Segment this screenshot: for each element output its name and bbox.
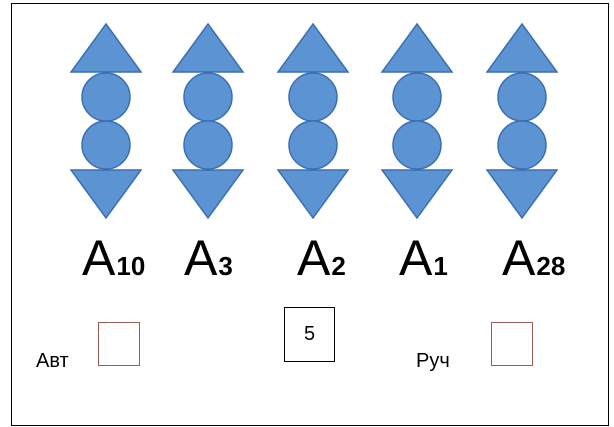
up-arrow-icon[interactable] xyxy=(276,22,350,73)
lamp-upper-icon xyxy=(183,72,233,122)
down-arrow-icon[interactable] xyxy=(69,169,143,220)
value-text: 5 xyxy=(303,323,316,345)
down-arrow-icon[interactable] xyxy=(380,169,454,220)
lamp-upper-icon xyxy=(497,72,547,122)
actuator-control-a28[interactable] xyxy=(485,22,559,222)
actuator-label-a3: A3 xyxy=(184,230,233,286)
auto-mode-label: Авт xyxy=(36,350,69,372)
down-arrow-icon[interactable] xyxy=(171,169,245,220)
lamp-lower-icon xyxy=(81,120,131,170)
down-arrow-icon[interactable] xyxy=(276,169,350,220)
up-arrow-icon[interactable] xyxy=(171,22,245,73)
lamp-lower-icon xyxy=(288,120,338,170)
lamp-lower-icon xyxy=(183,120,233,170)
manual-mode-checkbox[interactable] xyxy=(491,322,533,366)
actuator-control-a3[interactable] xyxy=(171,22,245,222)
lamp-upper-icon xyxy=(81,72,131,122)
lamp-upper-icon xyxy=(392,72,442,122)
actuator-control-a1[interactable] xyxy=(380,22,454,222)
actuator-shape-group xyxy=(380,22,454,220)
auto-mode-checkbox[interactable] xyxy=(98,322,140,366)
actuator-shape-group xyxy=(485,22,559,220)
lamp-lower-icon xyxy=(497,120,547,170)
up-arrow-icon[interactable] xyxy=(485,22,559,73)
lamp-upper-icon xyxy=(288,72,338,122)
actuator-shape-group xyxy=(69,22,143,220)
actuator-label-a2: A2 xyxy=(297,230,346,286)
actuator-label-a28: A28 xyxy=(502,230,566,286)
actuator-label-a1: A1 xyxy=(399,230,448,286)
actuator-control-a10[interactable] xyxy=(69,22,143,222)
actuator-control-a2[interactable] xyxy=(276,22,350,222)
panel-frame xyxy=(11,3,609,426)
down-arrow-icon[interactable] xyxy=(485,169,559,220)
up-arrow-icon[interactable] xyxy=(380,22,454,73)
actuator-shape-group xyxy=(171,22,245,220)
manual-mode-label: Руч xyxy=(416,350,450,372)
value-display[interactable]: 5 xyxy=(284,307,335,362)
lamp-lower-icon xyxy=(392,120,442,170)
up-arrow-icon[interactable] xyxy=(69,22,143,73)
actuator-shape-group xyxy=(276,22,350,220)
actuator-label-a10: A10 xyxy=(82,230,146,286)
